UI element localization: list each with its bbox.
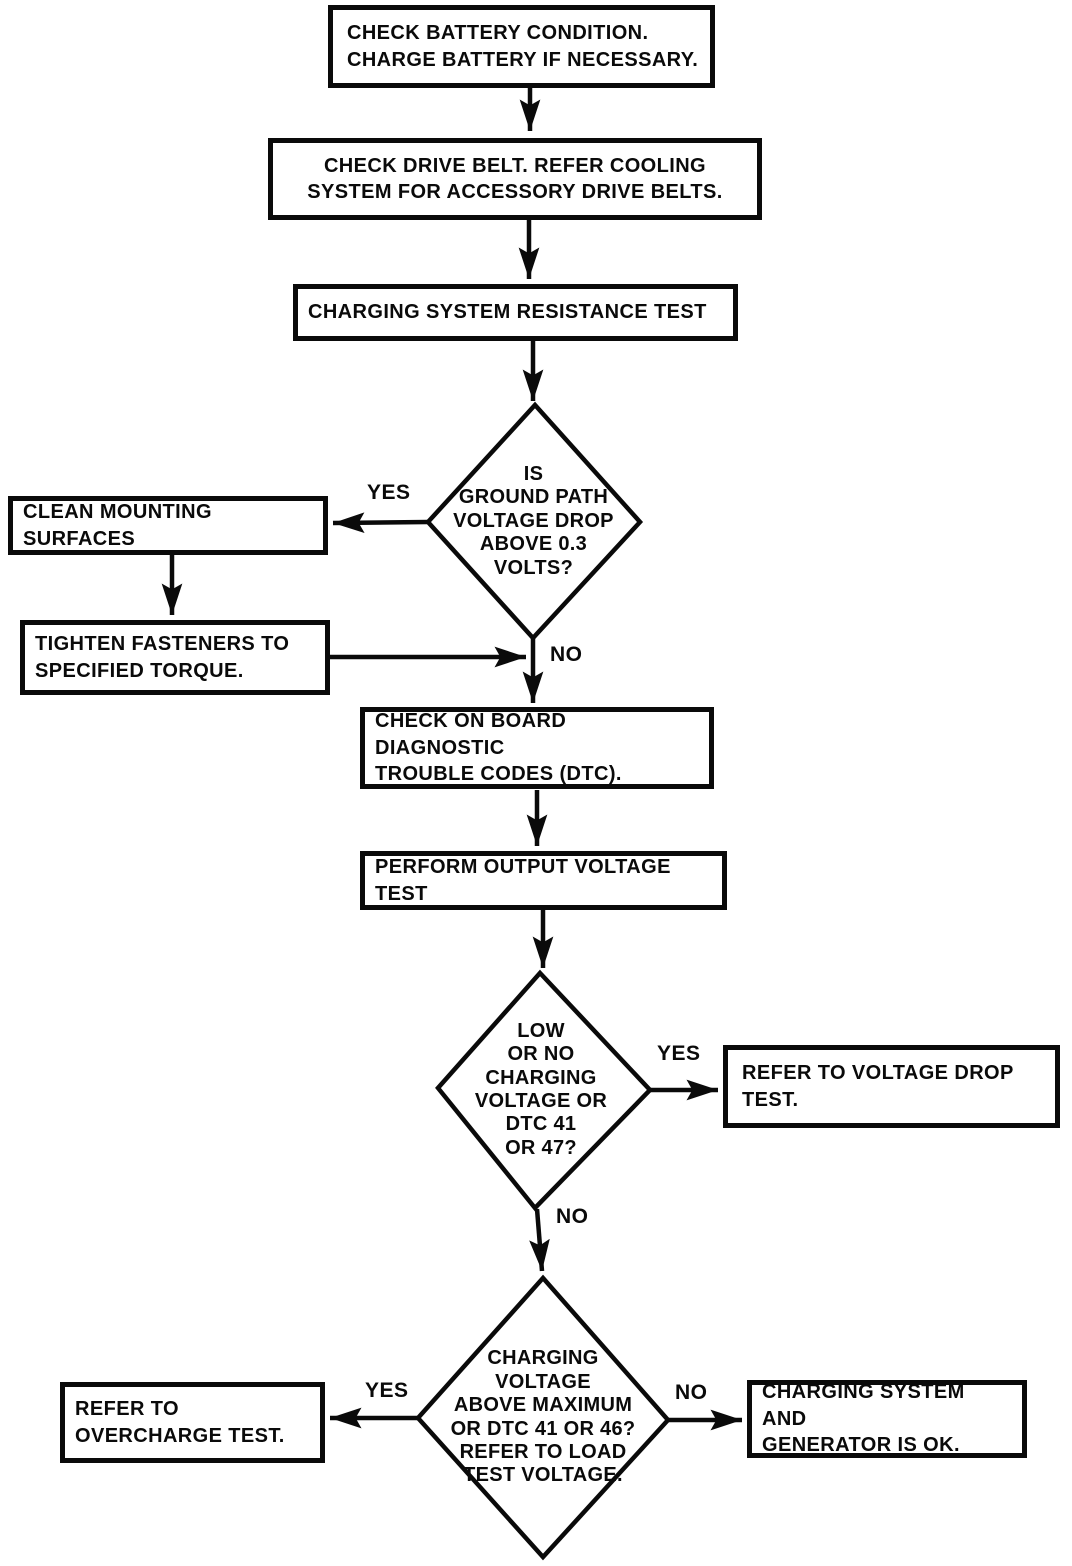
node-label: TIGHTEN FASTENERS TO SPECIFIED TORQUE. [35, 633, 290, 682]
decision-overcharge-outline [414, 1274, 672, 1561]
node-label: CHECK ON BOARD DIAGNOSTIC TROUBLE CODES … [375, 710, 622, 786]
node-label: REFER TO OVERCHARGE TEST. [75, 1398, 285, 1447]
edge-label-ground-path-yes: YES [367, 481, 411, 504]
node-check-dtc: CHECK ON BOARD DIAGNOSTIC TROUBLE CODES … [360, 707, 714, 789]
edge-decision1-yes-arrow [332, 512, 429, 534]
edge-label-low-voltage-yes: YES [657, 1042, 701, 1065]
node-check-battery: CHECK BATTERY CONDITION. CHARGE BATTERY … [328, 5, 715, 88]
decision-ground-path-label: IS GROUND PATH VOLTAGE DROP ABOVE 0.3 VO… [453, 463, 614, 579]
decision-low-voltage-outline [435, 969, 654, 1212]
edge-label-low-voltage-no: NO [556, 1205, 589, 1228]
edge-label-ground-path-no: NO [550, 643, 583, 666]
edge-label-overcharge-yes: YES [365, 1379, 409, 1402]
node-clean-mounting-surfaces: CLEAN MOUNTING SURFACES [8, 496, 328, 555]
node-voltage-drop-test: REFER TO VOLTAGE DROP TEST. [723, 1045, 1060, 1128]
edge-decision2-no-arrow [529, 1208, 550, 1272]
decision-ground-path-outline [424, 401, 644, 642]
edge-label-overcharge-no: NO [675, 1381, 708, 1404]
node-system-ok: CHARGING SYSTEM AND GENERATOR IS OK. [747, 1380, 1027, 1458]
node-label: CHARGING SYSTEM AND GENERATOR IS OK. [762, 1381, 965, 1457]
node-label: CHARGING SYSTEM RESISTANCE TEST [308, 301, 707, 324]
node-label: CHECK BATTERY CONDITION. CHARGE BATTERY … [347, 22, 699, 71]
node-label: CHECK DRIVE BELT. REFER COOLING SYSTEM F… [307, 154, 723, 203]
decision-overcharge-label: CHARGING VOLTAGE ABOVE MAXIMUM OR DTC 41… [450, 1347, 636, 1487]
node-tighten-fasteners: TIGHTEN FASTENERS TO SPECIFIED TORQUE. [20, 620, 330, 695]
node-check-drive-belt: CHECK DRIVE BELT. REFER COOLING SYSTEM F… [268, 138, 762, 220]
node-label: CLEAN MOUNTING SURFACES [23, 501, 212, 550]
node-label: REFER TO VOLTAGE DROP TEST. [742, 1062, 1014, 1111]
node-overcharge-test: REFER TO OVERCHARGE TEST. [60, 1382, 325, 1463]
node-resistance-test: CHARGING SYSTEM RESISTANCE TEST [293, 284, 738, 341]
decision-low-voltage-label: LOW OR NO CHARGING VOLTAGE OR DTC 41 OR … [474, 1019, 608, 1159]
node-label: PERFORM OUTPUT VOLTAGE TEST [375, 856, 671, 905]
node-output-voltage-test: PERFORM OUTPUT VOLTAGE TEST [360, 851, 727, 910]
